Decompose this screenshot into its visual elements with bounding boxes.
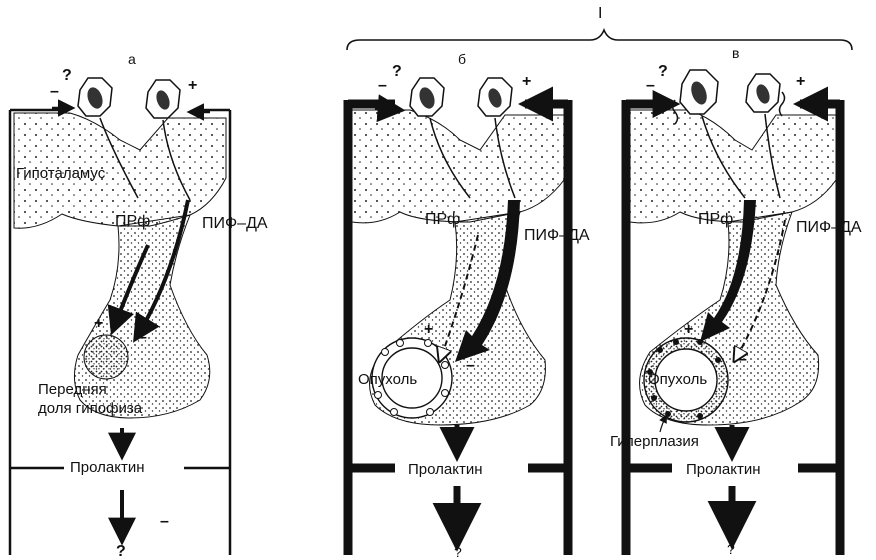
- panel-c-letter: в: [732, 46, 739, 60]
- panel-a-letter: а: [128, 52, 136, 66]
- group-brace: [347, 30, 852, 50]
- panel-b-plus-sign: +: [424, 322, 433, 338]
- panel-c-hypothalamus: [630, 110, 836, 223]
- panel-c: [626, 70, 840, 555]
- panel-c-prolactin-label: Пролактин: [686, 462, 761, 477]
- panel-b-inhibit-arrow: [375, 108, 400, 110]
- panel-b-sign-left: –: [378, 78, 387, 94]
- panel-b: [348, 78, 568, 555]
- panel-c-hyperplasia-pointer: [660, 416, 666, 432]
- panel-c-bottom-question: ?: [727, 542, 735, 556]
- panel-c-hyperplasia-label: Гиперплазия: [610, 434, 699, 449]
- panel-c-tumor-label: Опухоль: [648, 372, 707, 387]
- panel-a-question-top: ?: [62, 68, 72, 84]
- panel-b-prf-label: ПРф: [425, 212, 460, 228]
- panel-a-sign-right: +: [188, 78, 197, 94]
- panel-b-minus-sign: –: [466, 358, 475, 374]
- panel-c-question-top: ?: [658, 64, 668, 80]
- panel-c-sign-right: +: [796, 74, 805, 90]
- panel-a-plus-sign: +: [94, 316, 103, 332]
- panel-b-question-top: ?: [392, 64, 402, 80]
- panel-a-bottom-minus: –: [160, 514, 169, 530]
- panel-c-pif-label: ПИФ–ДА: [796, 220, 862, 236]
- panel-b-bottom-question: ?: [454, 545, 462, 559]
- panel-c-sign-left: –: [646, 78, 655, 94]
- panel-b-tumor-label: Опухоль: [358, 372, 417, 387]
- panel-a-pif-label: ПИФ–ДА: [202, 216, 268, 232]
- panel-a-lactotroph-cells: [84, 335, 128, 379]
- panel-b-pif-label: ПИФ–ДА: [524, 228, 590, 244]
- panel-b-letter: б: [458, 52, 466, 66]
- panel-b-hypothalamus: [352, 110, 564, 223]
- panel-a-pituitary-label-line2: доля гипофиза: [38, 401, 142, 416]
- panel-b-prolactin-label: Пролактин: [408, 462, 483, 477]
- panel-c-prf-label: ПРф: [698, 212, 733, 228]
- panel-c-wavy-mark-right: [780, 92, 785, 116]
- panel-a-prf-label: ПРф: [115, 214, 150, 230]
- panel-b-sign-right: +: [522, 74, 531, 90]
- panel-a-sign-left: –: [50, 84, 59, 100]
- panel-a-hypothalamus-label: Гипоталамус: [16, 166, 105, 181]
- panel-a-bottom-question: ?: [116, 544, 126, 560]
- panel-a-minus-sign: –: [138, 330, 147, 346]
- panel-a-pituitary-label-line1: Передняя: [38, 382, 107, 397]
- panel-a-prolactin-label: Пролактин: [70, 460, 145, 475]
- panel-a: [10, 78, 230, 555]
- panel-c-plus-sign: +: [684, 322, 693, 338]
- group-label: I: [598, 6, 602, 22]
- panel-c-minus-sign: –: [738, 352, 747, 368]
